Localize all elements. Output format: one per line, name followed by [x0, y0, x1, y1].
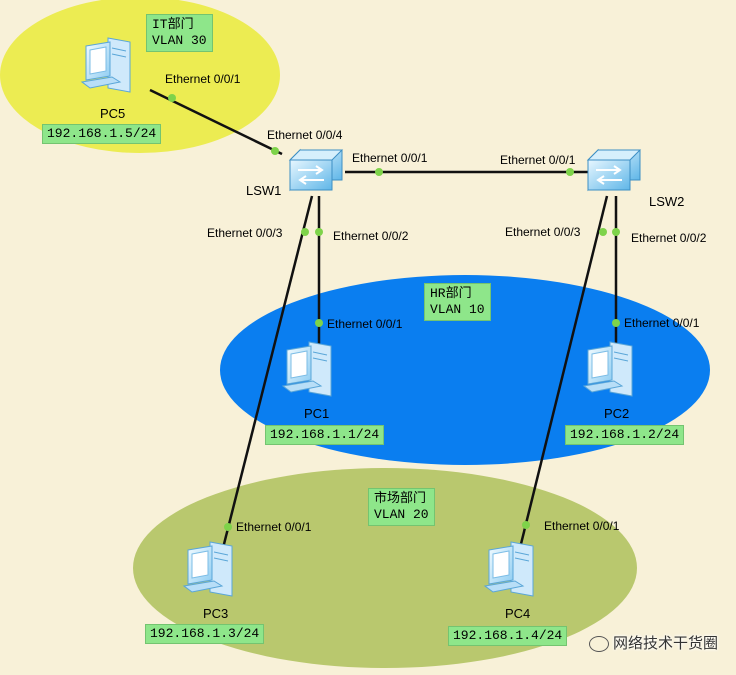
marketing-zone-label: 市场部门 VLAN 20: [368, 488, 435, 526]
pc4-ip: 192.168.1.4/24: [448, 626, 568, 646]
pc2-label: PC2: [604, 406, 630, 421]
it-zone-name: IT部门: [152, 17, 194, 32]
pc3-label: PC3: [203, 606, 229, 621]
port-label-pc5-e001: Ethernet 0/0/1: [165, 72, 241, 86]
it-zone-vlan: VLAN 30: [152, 33, 207, 48]
port-label-lsw2-e002: Ethernet 0/0/2: [631, 231, 707, 245]
port-dot: [599, 228, 607, 236]
port-dot: [522, 521, 530, 529]
pc3-icon[interactable]: [183, 541, 233, 597]
port-label-pc2-e001: Ethernet 0/0/1: [624, 316, 700, 330]
port-dot: [271, 147, 279, 155]
watermark-text: 网络技术干货圈: [612, 634, 718, 652]
pc1-icon[interactable]: [282, 341, 332, 397]
port-dot: [224, 523, 232, 531]
port-label-lsw1-e003: Ethernet 0/0/3: [207, 226, 283, 240]
pc5-ip: 192.168.1.5/24: [42, 124, 162, 144]
port-dot: [566, 168, 574, 176]
marketing-zone: [133, 468, 637, 668]
lsw1-label: LSW1: [246, 183, 282, 198]
port-label-lsw2-e001: Ethernet 0/0/1: [500, 153, 576, 167]
port-dot: [315, 228, 323, 236]
pc5-icon[interactable]: [81, 37, 131, 93]
it-zone-label: IT部门 VLAN 30: [146, 14, 213, 52]
port-label-lsw1-e001: Ethernet 0/0/1: [352, 151, 428, 165]
hr-zone: [220, 275, 710, 465]
marketing-zone-vlan: VLAN 20: [374, 507, 429, 522]
port-dot: [301, 228, 309, 236]
port-label-lsw1-e002: Ethernet 0/0/2: [333, 229, 409, 243]
pc1-ip: 192.168.1.1/24: [265, 425, 385, 445]
pc3-ip: 192.168.1.3/24: [145, 624, 265, 644]
link-lsw2-pc4: [518, 195, 609, 549]
marketing-zone-name: 市场部门: [374, 491, 427, 506]
port-dot: [612, 319, 620, 327]
port-dot: [168, 94, 176, 102]
port-label-pc1-e001: Ethernet 0/0/1: [327, 317, 403, 331]
switch-lsw2-icon[interactable]: [587, 149, 641, 191]
port-label-pc3-e001: Ethernet 0/0/1: [236, 520, 312, 534]
pc2-icon[interactable]: [583, 341, 633, 397]
hr-zone-label: HR部门 VLAN 10: [424, 283, 491, 321]
link-lsw1-pc3: [220, 195, 314, 553]
watermark: 网络技术干货圈: [588, 632, 718, 653]
port-label-lsw2-e003: Ethernet 0/0/3: [505, 225, 581, 239]
port-label-pc4-e001: Ethernet 0/0/1: [544, 519, 620, 533]
port-dot: [315, 319, 323, 327]
port-label-lsw1-e004: Ethernet 0/0/4: [267, 128, 343, 142]
pc4-label: PC4: [505, 606, 531, 621]
pc1-label: PC1: [304, 406, 330, 421]
hr-zone-name: HR部门: [430, 286, 472, 301]
pc5-label: PC5: [100, 106, 126, 121]
switch-lsw1-icon[interactable]: [289, 149, 343, 191]
port-dot: [375, 168, 383, 176]
hr-zone-vlan: VLAN 10: [430, 302, 485, 317]
port-dot: [612, 228, 620, 236]
lsw2-label: LSW2: [649, 194, 685, 209]
pc4-icon[interactable]: [484, 541, 534, 597]
pc2-ip: 192.168.1.2/24: [565, 425, 685, 445]
wechat-icon: [588, 635, 609, 652]
